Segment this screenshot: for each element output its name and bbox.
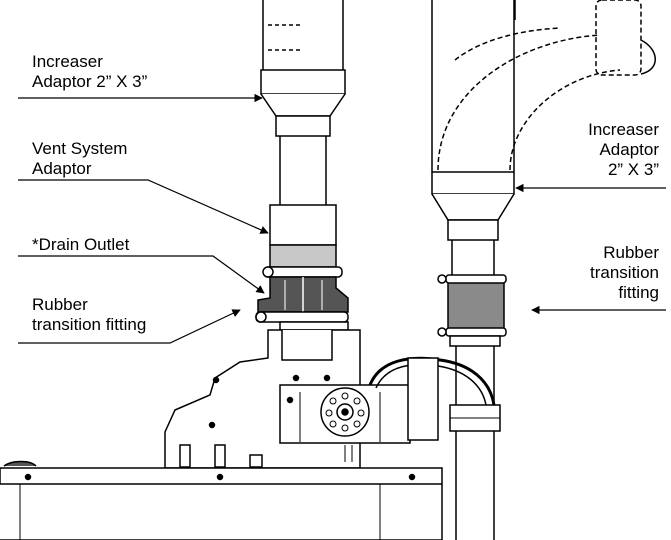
label-vent-system-line2: Adaptor [32, 159, 92, 178]
blower-assembly [164, 329, 496, 469]
label-rubber-transition-left: Rubber transition fitting [32, 295, 146, 335]
leader-rubber-left [18, 309, 241, 344]
label-increaser-left: Increaser Adaptor 2” X 3” [32, 52, 147, 92]
label-increaser-right-line3: 2” X 3” [607, 160, 659, 179]
label-increaser-left-line1: Increaser [32, 52, 103, 71]
leader-lines [18, 93, 666, 344]
label-increaser-right: Increaser Adaptor 2” X 3” [588, 120, 659, 180]
right-vent-pipe [431, 0, 656, 540]
label-rubber-right-line2: transition [590, 263, 659, 282]
label-drain-outlet: *Drain Outlet [32, 235, 129, 255]
drain-outlet-section [255, 244, 349, 331]
label-increaser-right-line2: Adaptor [599, 140, 659, 159]
label-rubber-right-line3: fitting [618, 283, 659, 302]
label-rubber-left-line2: transition fitting [32, 315, 147, 334]
label-increaser-left-line2: Adaptor 2” X 3” [32, 72, 148, 91]
label-vent-system-adaptor: Vent System Adaptor [32, 139, 127, 179]
label-drain-outlet-line1: *Drain Outlet [32, 235, 130, 254]
leader-drain-outlet [18, 255, 265, 294]
label-vent-system-line1: Vent System [32, 139, 128, 158]
label-rubber-right-line1: Rubber [603, 243, 659, 262]
leader-vent-system [18, 179, 269, 234]
label-increaser-right-line1: Increaser [588, 120, 659, 139]
label-rubber-transition-right: Rubber transition fitting [590, 243, 659, 303]
furnace-cabinet [0, 460, 443, 540]
left-vent-pipe [260, 0, 346, 246]
label-rubber-left-line1: Rubber [32, 295, 88, 314]
